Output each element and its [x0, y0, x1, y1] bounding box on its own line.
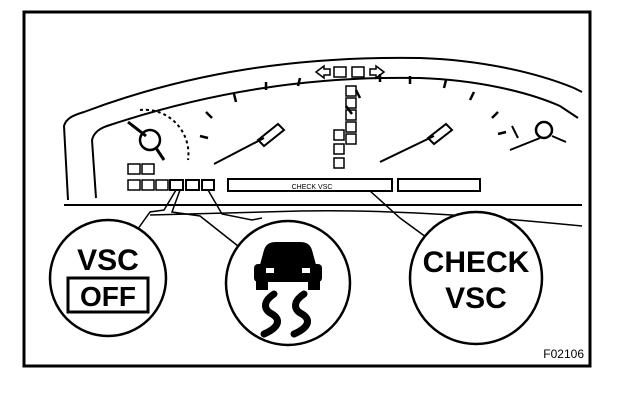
small-gauge-right	[509, 120, 567, 151]
tachometer-needle	[213, 122, 286, 165]
gear-indicator-column	[333, 85, 357, 169]
speedometer-needle	[379, 122, 454, 163]
callout-check-vsc: CHECK VSC	[408, 210, 544, 346]
off-box	[66, 276, 150, 314]
check-vsc-line1: CHECK	[423, 246, 530, 279]
speedometer-ticks	[345, 74, 507, 136]
small-gauge-left	[127, 108, 190, 161]
callout-vsc-off: VSC OFF	[48, 218, 168, 338]
check-vsc-line2: VSC	[445, 282, 507, 315]
turn-signal-indicators	[314, 64, 386, 80]
instrument-cluster	[62, 56, 583, 227]
message-strip	[227, 178, 393, 192]
vsc-off-line1: VSC	[77, 244, 139, 277]
figure-id: F02106	[543, 347, 584, 361]
callout-slip-indicator	[224, 219, 352, 347]
tachometer-ticks	[199, 77, 302, 140]
vsc-off-line2: OFF	[80, 281, 136, 312]
skidding-car-icon	[254, 242, 322, 338]
strip-label: CHECK VSC	[292, 184, 333, 191]
figure-border	[22, 10, 592, 368]
leader-lines	[129, 189, 431, 247]
warning-light-grid	[127, 163, 215, 191]
